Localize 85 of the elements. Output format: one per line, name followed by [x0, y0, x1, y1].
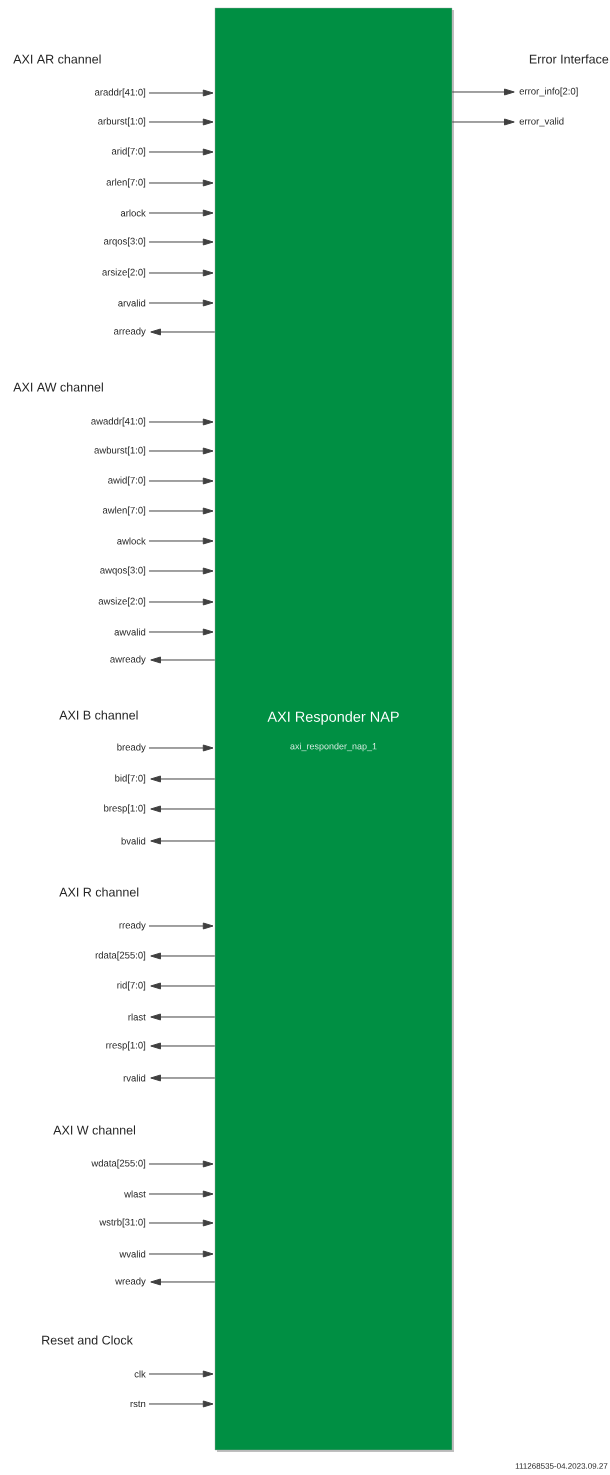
arrow	[148, 89, 214, 97]
signal-name: wstrb[31:0]	[99, 1218, 146, 1228]
arrow	[148, 148, 214, 156]
signal-name: arlen[7:0]	[106, 178, 146, 188]
channel-heading: Error Interface	[529, 54, 609, 64]
channel-heading: AXI W channel	[53, 1125, 136, 1135]
signal-name: rlast	[128, 1013, 146, 1021]
signal-name: bresp[1:0]	[104, 804, 146, 814]
arrow	[148, 567, 214, 575]
signal-name: arqos[3:0]	[103, 237, 146, 247]
arrow	[148, 118, 214, 126]
arrow	[148, 209, 214, 217]
arrow	[148, 1250, 214, 1258]
signal-name: bvalid	[121, 837, 146, 845]
signal-name: rready	[119, 921, 146, 931]
signal-name: rresp[1:0]	[106, 1041, 146, 1051]
signal-name: clk	[134, 1370, 146, 1378]
signal-name: awlock	[117, 537, 146, 545]
signal-name: awsize[2:0]	[98, 597, 146, 607]
signal-name: arburst[1:0]	[98, 117, 146, 127]
arrow	[148, 1400, 214, 1408]
channel-heading: AXI R channel	[59, 887, 139, 897]
arrow	[148, 238, 214, 246]
arrow	[148, 1190, 214, 1198]
arrow	[150, 1074, 216, 1082]
signal-name: awvalid	[114, 628, 146, 636]
signal-name: rdata[255:0]	[95, 951, 146, 961]
arrow	[148, 1370, 214, 1378]
arrow	[150, 775, 216, 783]
signal-name: arsize[2:0]	[102, 268, 146, 278]
arrow	[148, 744, 214, 752]
signal-name: araddr[41:0]	[95, 88, 146, 98]
channel-heading: AXI B channel	[59, 710, 138, 720]
signal-name: arid[7:0]	[111, 147, 146, 157]
arrow	[148, 179, 214, 187]
signal-name: arlock	[120, 209, 146, 217]
channel-heading: Reset and Clock	[42, 1335, 133, 1345]
signal-name: bid[7:0]	[115, 774, 146, 784]
signal-name: awburst[1:0]	[94, 446, 146, 456]
arrow	[150, 328, 216, 336]
signal-name: awready	[110, 655, 146, 665]
arrow	[150, 656, 216, 664]
arrow	[148, 922, 214, 930]
signal-name: wlast	[124, 1190, 146, 1198]
arrow	[451, 88, 515, 96]
arrow	[150, 1278, 216, 1286]
arrow	[150, 837, 216, 845]
arrow	[148, 507, 214, 515]
arrow	[150, 1013, 216, 1021]
signal-name: rstn	[130, 1400, 146, 1408]
instance-name: axi_responder_nap_1	[290, 742, 377, 752]
signal-name: awid[7:0]	[108, 476, 146, 486]
signal-name: arvalid	[118, 299, 146, 307]
arrow	[150, 982, 216, 990]
signal-name: wvalid	[119, 1250, 146, 1258]
signal-name: wdata[255:0]	[91, 1159, 146, 1169]
arrow	[148, 269, 214, 277]
signal-name: rid[7:0]	[117, 981, 146, 991]
arrow	[148, 447, 214, 455]
arrow	[148, 418, 214, 426]
arrow	[150, 952, 216, 960]
signal-name: awlen[7:0]	[102, 506, 146, 516]
arrow	[148, 628, 214, 636]
arrow	[148, 1219, 214, 1227]
arrow	[148, 1160, 214, 1168]
arrow	[150, 805, 216, 813]
signal-name: bready	[117, 743, 146, 753]
signal-name: awaddr[41:0]	[91, 417, 146, 427]
signal-name: error_valid	[519, 117, 564, 127]
arrow	[148, 477, 214, 485]
document-id: 111268535-04.2023.09.27	[515, 1463, 608, 1469]
block-title: AXI Responder NAP	[267, 711, 399, 725]
signal-name: error_info[2:0]	[519, 87, 578, 97]
arrow	[148, 598, 214, 606]
module-block	[214, 7, 454, 1452]
arrow	[451, 118, 515, 126]
arrow	[148, 537, 214, 545]
arrow	[150, 1042, 216, 1050]
signal-name: awqos[3:0]	[100, 566, 146, 576]
signal-name: wready	[115, 1277, 146, 1287]
channel-heading: AXI AR channel	[13, 54, 101, 64]
signal-name: arready	[114, 327, 146, 337]
signal-name: rvalid	[123, 1074, 146, 1082]
arrow	[148, 299, 214, 307]
channel-heading: AXI AW channel	[13, 382, 103, 392]
